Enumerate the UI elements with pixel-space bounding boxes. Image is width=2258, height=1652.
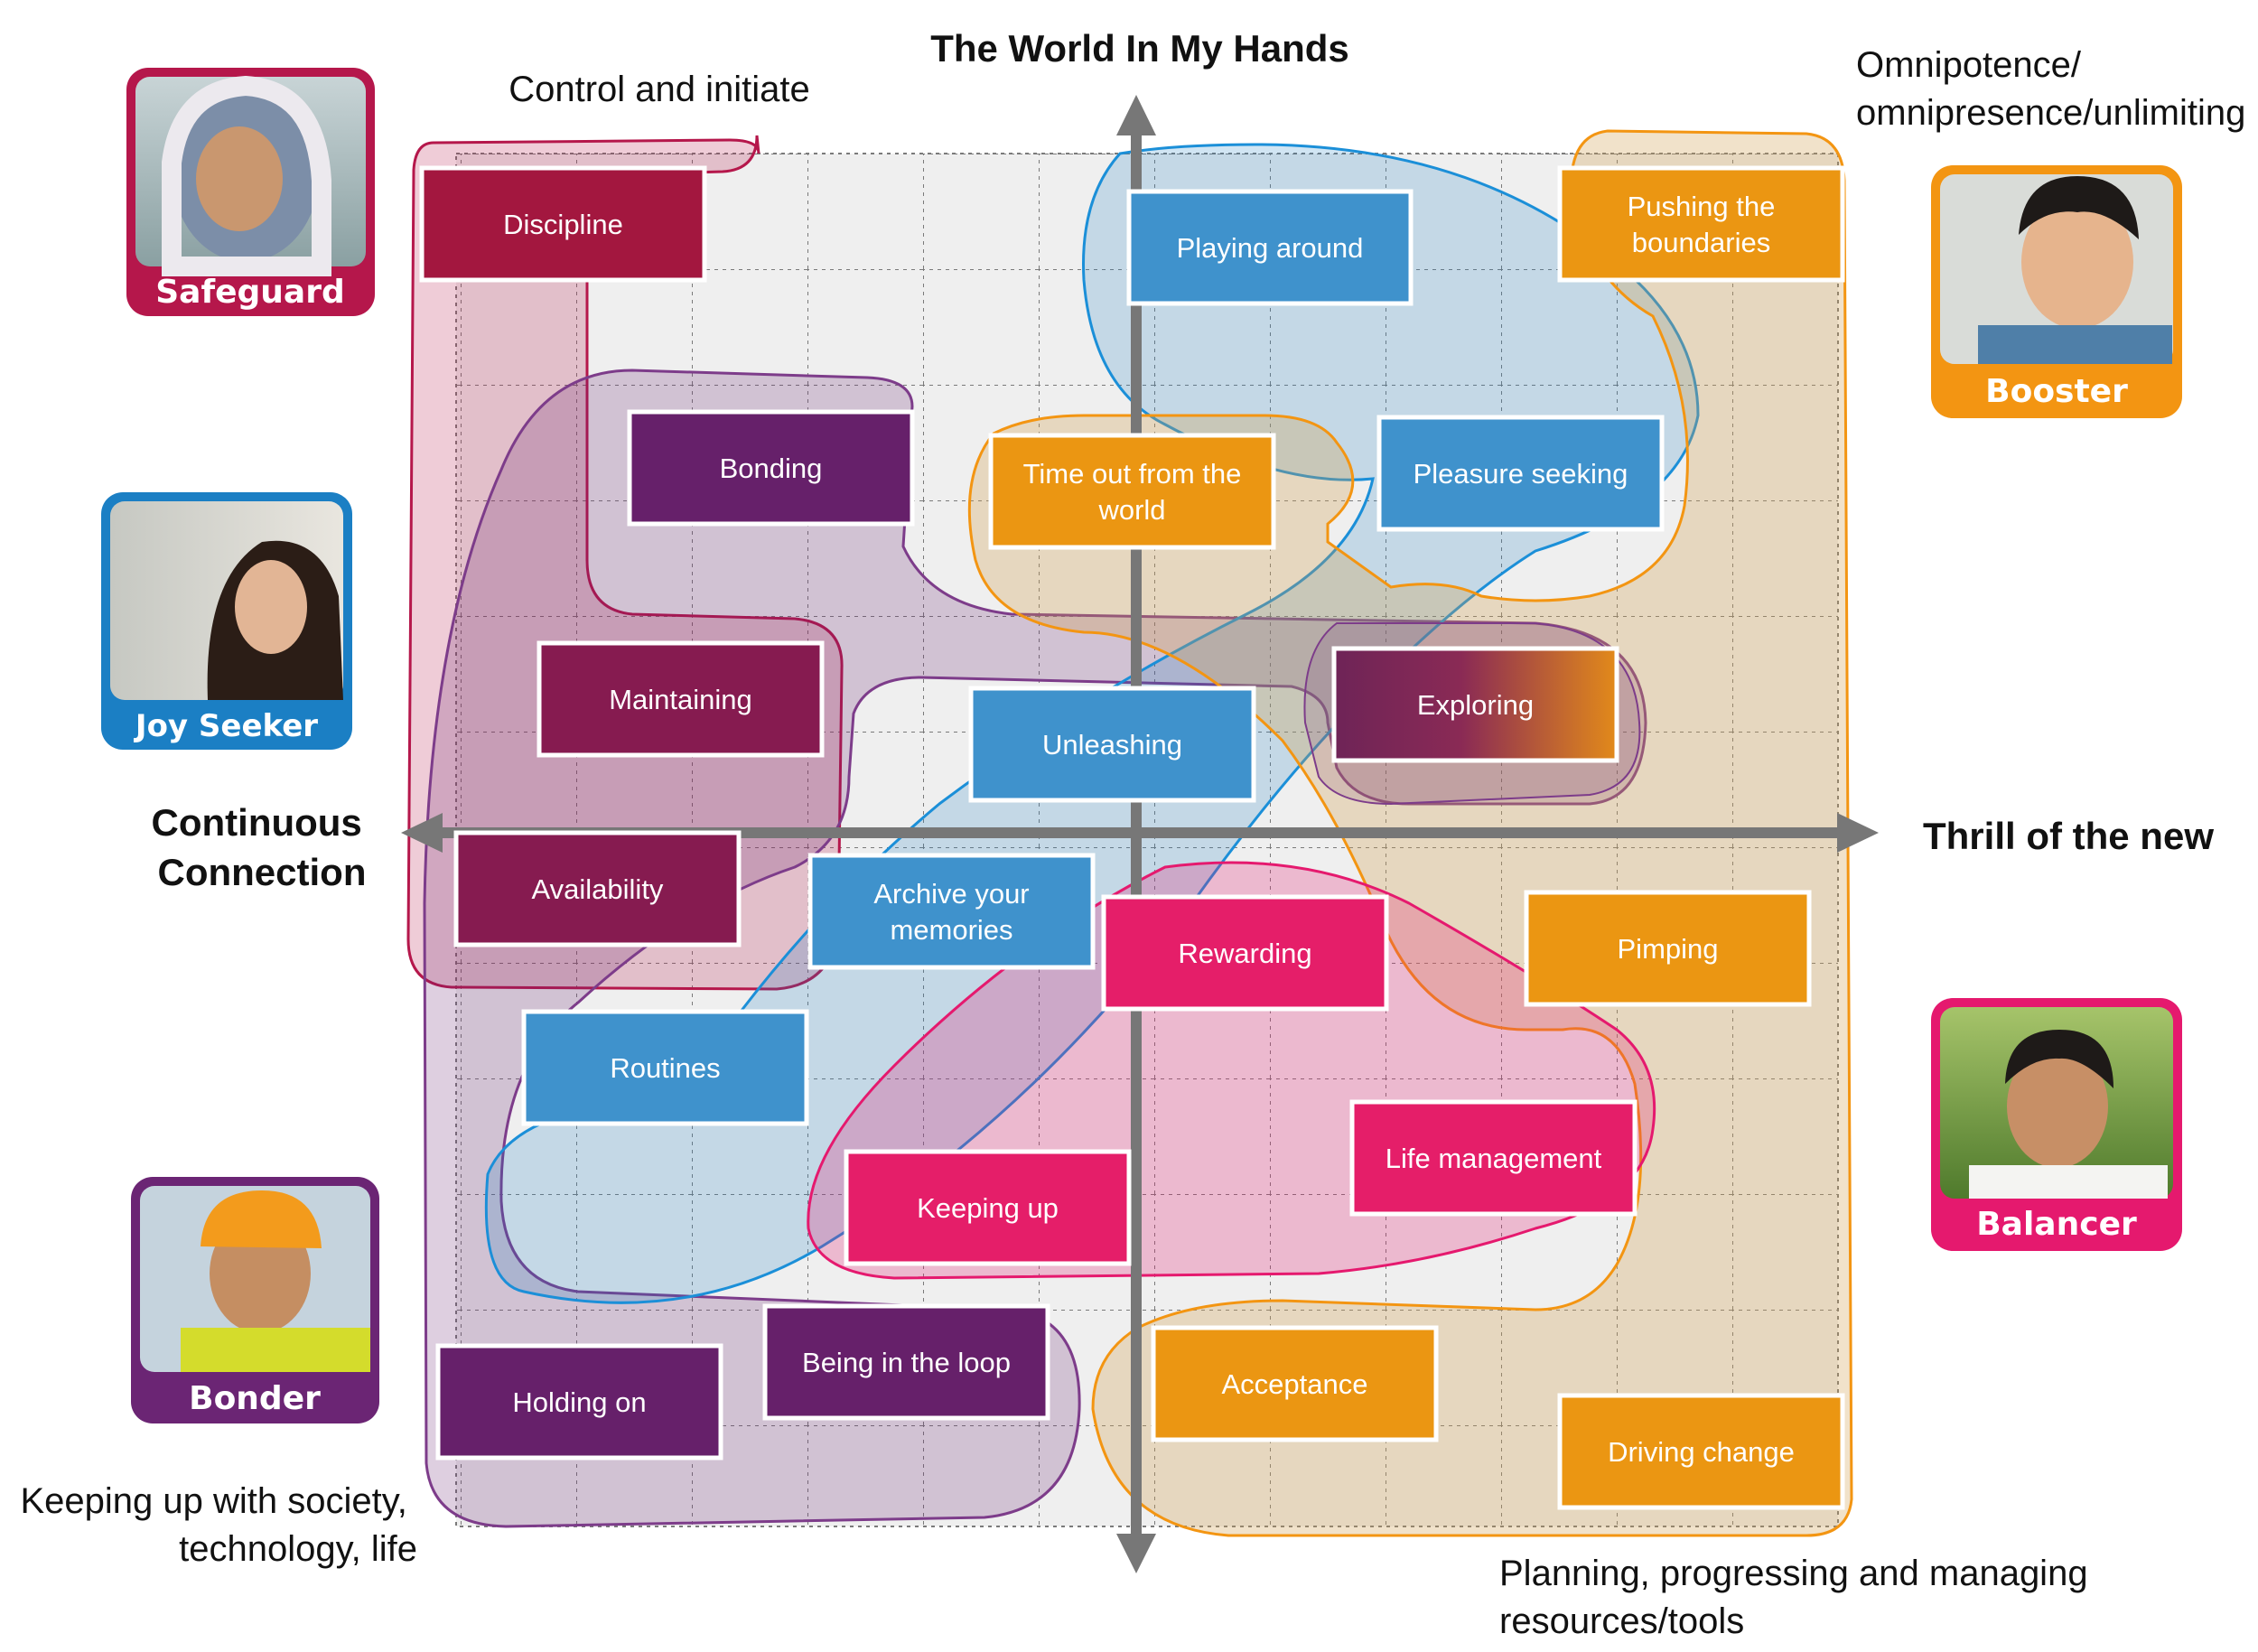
box-availability: Availability [453,830,742,947]
box-time-out-bg [988,433,1276,550]
persona-label-safeguard: Safeguard [155,274,345,311]
box-bonding-bg [627,409,915,527]
persona-label-joy-seeker: Joy Seeker [134,708,318,744]
box-pleasure-seeking: Pleasure seeking [1376,415,1665,532]
box-driving-change-label: Driving change [1608,1436,1795,1468]
box-availability-bg [453,830,742,947]
box-pushing-boundaries-bg [1557,165,1845,283]
box-keeping-up-label: Keeping up [917,1192,1059,1224]
box-life-management: Life management [1349,1099,1638,1217]
persona-card-booster: Booster [1931,165,2182,418]
box-exploring-bg [1331,646,1619,763]
persona-photo-booster [1940,174,2173,364]
box-being-in-loop-bg [762,1303,1050,1421]
axis-label-right: Thrill of the new [1923,815,2214,857]
box-rewarding: Rewarding [1101,894,1389,1012]
box-exploring: Exploring [1331,646,1619,763]
persona-card-joy-seeker: Joy Seeker [101,492,352,750]
box-unleashing-bg [968,686,1256,803]
persona-photo-bonder [140,1186,370,1372]
box-acceptance: Acceptance [1151,1325,1439,1442]
corner-label-top-left: Control and initiate [509,70,810,109]
box-holding-on: Holding on [435,1343,723,1461]
box-unleashing: Unleashing [968,686,1256,803]
box-bonding-label: Bonding [720,453,823,484]
box-holding-on-label: Holding on [512,1386,646,1418]
box-acceptance-label: Acceptance [1222,1368,1368,1400]
box-maintaining-bg [537,640,825,758]
box-driving-change-bg [1557,1393,1845,1510]
box-discipline: Discipline [419,165,707,283]
box-maintaining: Maintaining [537,640,825,758]
box-acceptance-bg [1151,1325,1439,1442]
box-maintaining-label: Maintaining [609,684,752,715]
box-pimping-label: Pimping [1618,933,1719,965]
box-availability-label: Availability [532,873,664,905]
box-driving-change: Driving change [1557,1393,1845,1510]
box-playing-around-bg [1126,189,1414,306]
persona-photo-joy-seeker [110,501,343,700]
box-archive-memories-bg [807,853,1096,970]
box-rewarding-bg [1101,894,1389,1012]
persona-card-bonder: Bonder [131,1177,379,1423]
box-being-in-loop-label: Being in the loop [802,1347,1011,1378]
box-keeping-up: Keeping up [844,1149,1132,1266]
persona-photo-balancer [1940,1007,2173,1199]
box-life-management-bg [1349,1099,1638,1217]
box-playing-around: Playing around [1126,189,1414,306]
box-exploring-label: Exploring [1417,689,1534,721]
box-pimping-bg [1524,890,1812,1007]
persona-label-bonder: Bonder [189,1380,321,1417]
box-routines-bg [521,1009,809,1126]
axis-label-left: Continuous Connection [152,801,373,893]
corner-label-top-right: Omnipotence/ omnipresence/unlimiting [1856,45,2245,133]
persona-label-booster: Booster [1985,373,2128,410]
box-routines: Routines [521,1009,809,1126]
persona-label-balancer: Balancer [1976,1206,2137,1243]
box-pleasure-seeking-bg [1376,415,1665,532]
box-pimping: Pimping [1524,890,1812,1007]
box-keeping-up-bg [844,1149,1132,1266]
persona-card-balancer: Balancer [1931,998,2182,1251]
corner-label-bottom-right: Planning, progressing and managing resou… [1499,1554,2098,1641]
safeguard-region [406,135,844,991]
corner-label-bottom-left: Keeping up with society, technology, lif… [20,1481,417,1569]
axis-label-top: The World In My Hands [930,27,1349,70]
box-holding-on-bg [435,1343,723,1461]
box-playing-around-label: Playing around [1177,232,1364,264]
box-routines-label: Routines [610,1052,720,1084]
box-rewarding-label: Rewarding [1178,938,1311,969]
box-being-in-loop: Being in the loop [762,1303,1050,1421]
box-bonding: Bonding [627,409,915,527]
persona-card-safeguard: Safeguard [126,68,375,316]
box-discipline-bg [419,165,707,283]
box-discipline-label: Discipline [503,209,623,240]
persona-photo-safeguard [135,75,366,276]
box-pleasure-seeking-label: Pleasure seeking [1414,458,1628,490]
box-unleashing-label: Unleashing [1042,729,1182,761]
box-life-management-label: Life management [1386,1143,1602,1174]
